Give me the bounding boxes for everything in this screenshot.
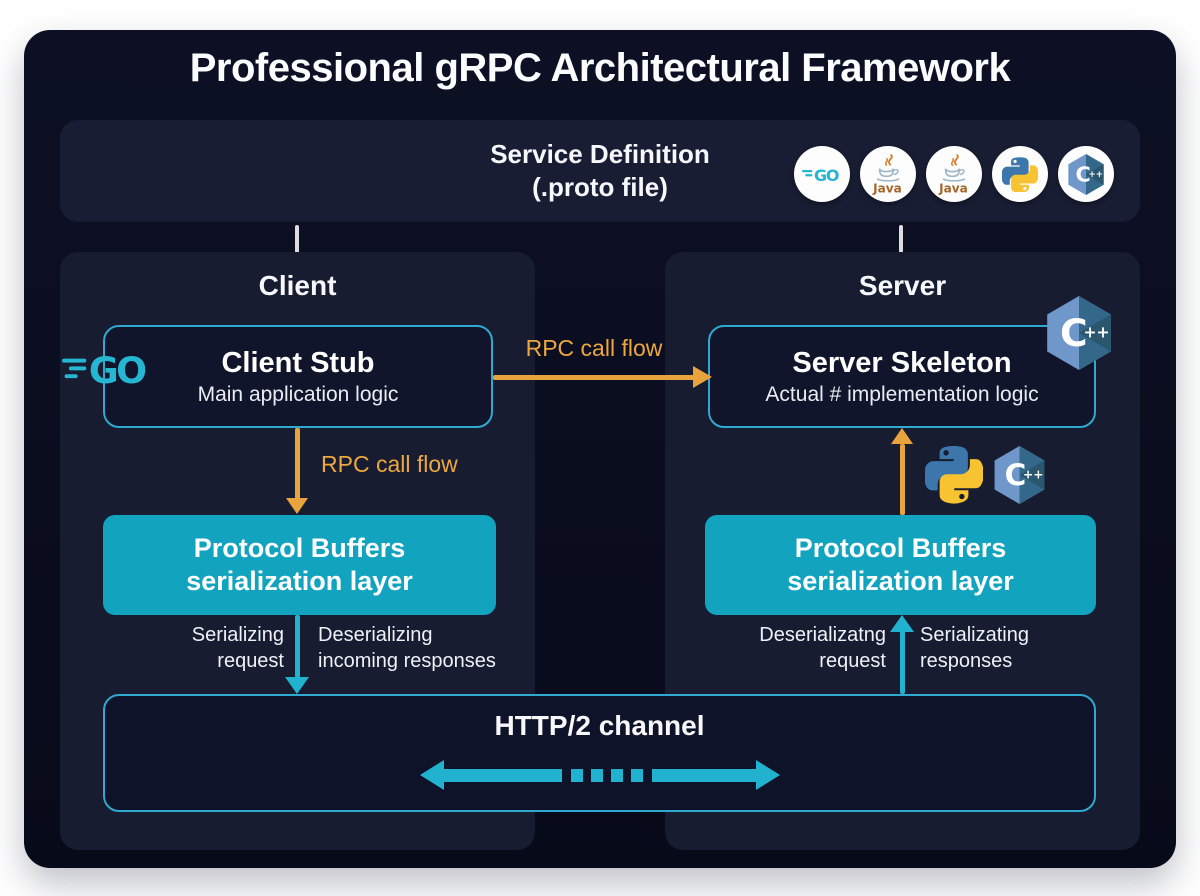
svg-text:Java: Java (938, 181, 968, 195)
rpc-call-flow-horizontal-arrow (493, 375, 695, 380)
client-protobuf-box: Protocol Buffers serialization layer (103, 515, 496, 615)
http2-channel-label: HTTP/2 channel (494, 710, 705, 741)
server-serializing-label: Serializating responses (920, 624, 1029, 672)
client-serializing-label: Serializing request (191, 624, 284, 672)
svg-text:++: ++ (1088, 170, 1102, 180)
bidirectional-arrow-icon (419, 760, 780, 790)
cpp-icon: C ++ (993, 446, 1046, 509)
service-definition-box: Service Definition (.proto file) GO (60, 120, 1140, 222)
server-protobuf-line1: Protocol Buffers (794, 533, 1007, 563)
client-rpc-arrow (295, 428, 300, 500)
svg-text:C: C (1005, 458, 1027, 492)
client-heading: Client (258, 270, 337, 301)
page-title: Professional gRPC Architectural Framewor… (189, 46, 1011, 90)
client-protobuf-line2: serialization layer (186, 566, 413, 596)
arrow-up-icon (891, 428, 913, 444)
client-protobuf-line1: Protocol Buffers (193, 533, 406, 563)
go-icon: GO (62, 345, 166, 398)
server-skeleton-title: Server Skeleton (792, 346, 1012, 379)
service-definition-title-line2: (.proto file) (532, 172, 668, 202)
server-protobuf-box: Protocol Buffers serialization layer (705, 515, 1096, 615)
client-stub-title: Client Stub (221, 346, 375, 379)
http2-to-server-arrow (900, 631, 905, 694)
java-icon: Java (860, 146, 916, 202)
svg-text:++: ++ (1083, 324, 1109, 342)
arrow-right-icon (693, 366, 712, 388)
arrow-up-icon (890, 615, 914, 632)
server-skeleton-box: Server Skeleton Actual # implementation … (708, 325, 1096, 428)
python-icon (924, 440, 984, 511)
client-to-http2-arrow (295, 615, 300, 678)
diagram-card: Professional gRPC Architectural Framewor… (24, 30, 1176, 868)
client-stub-subtitle: Main application logic (197, 382, 399, 406)
svg-text:Java: Java (872, 181, 902, 195)
cpp-icon: C ++ (1058, 146, 1114, 202)
arrow-down-icon (286, 498, 308, 514)
server-connector-line (899, 225, 903, 253)
svg-text:GO: GO (814, 166, 839, 185)
rpc-call-flow-horizontal-label: RPC call flow (525, 335, 663, 361)
cpp-icon: C ++ (1046, 296, 1112, 375)
language-badge-row: GO Java (794, 146, 1114, 202)
http2-channel-box: HTTP/2 channel (103, 694, 1096, 812)
svg-text:C: C (1075, 162, 1090, 186)
server-protobuf-line2: serialization layer (787, 566, 1014, 596)
client-deserializing-label: Deserializing incoming responses (318, 624, 496, 672)
python-icon (992, 146, 1048, 202)
service-definition-title-line1: Service Definition (490, 139, 710, 169)
client-stub-box: Client Stub Main application logic (103, 325, 493, 428)
server-heading: Server (858, 270, 947, 301)
server-deserializing-label: Deserializatng request (759, 624, 886, 672)
server-skeleton-subtitle: Actual # implementation logic (765, 382, 1039, 406)
server-rpc-arrow (900, 444, 905, 515)
svg-text:C: C (1060, 311, 1088, 355)
arrow-down-icon (285, 677, 309, 694)
client-connector-line (295, 225, 299, 253)
svg-text:GO: GO (89, 349, 146, 392)
svg-text:++: ++ (1023, 468, 1043, 482)
java-icon: Java (926, 146, 982, 202)
go-icon: GO (794, 146, 850, 202)
client-rpc-call-flow-label: RPC call flow (321, 451, 458, 477)
